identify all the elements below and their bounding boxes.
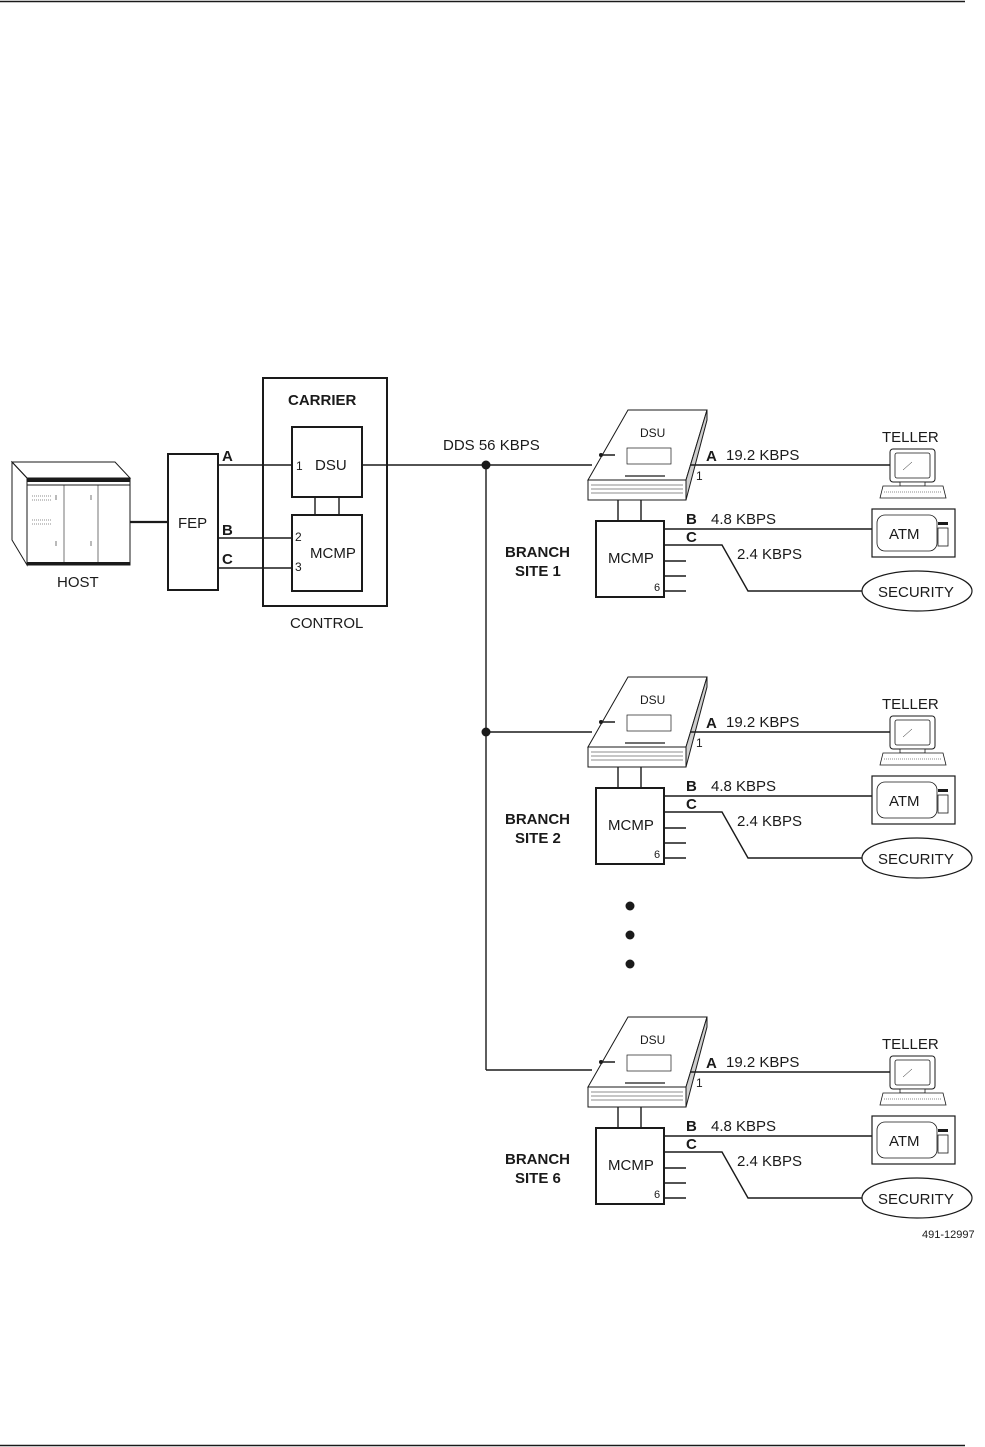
security-label: SECURITY [878,584,954,601]
link-c-speed: 2.4 KBPS [737,1153,802,1170]
continuation-dot [625,901,635,911]
security-device [861,1177,973,1219]
branch-dsu-label: DSU [640,1033,665,1047]
continuation-dot [625,930,635,940]
carrier-label: CARRIER [288,392,357,409]
branch-site-label: BRANCH [505,544,570,561]
branch-site-number: SITE 6 [515,1170,561,1187]
fep-box [167,453,219,591]
link-c-speed: 2.4 KBPS [737,546,802,563]
link-a-speed: 19.2 KBPS [726,714,799,731]
link-b-speed: 4.8 KBPS [711,511,776,528]
branch-mcmp-port-6: 6 [654,1189,660,1201]
fep-port-a: A [222,448,233,465]
link-c-port: C [686,529,697,546]
atm-label: ATM [889,1133,920,1150]
control-mcmp-port-3: 3 [295,560,302,574]
branch-site-label: BRANCH [505,1151,570,1168]
link-b-speed: 4.8 KBPS [711,1118,776,1135]
control-mcmp-label: MCMP [310,545,356,562]
branch-dsu-icon [587,1016,708,1108]
branch-dsu-port: 1 [696,469,703,483]
atm-icon [871,775,956,825]
link-a-port: A [706,715,717,732]
atm-icon [871,508,956,558]
branch-dsu-port: 1 [696,736,703,750]
branch-mcmp-port-6: 6 [654,582,660,594]
link-b-speed: 4.8 KBPS [711,778,776,795]
control-dsu-port: 1 [296,459,303,473]
link-a-port: A [706,448,717,465]
control-dsu-label: DSU [315,457,347,474]
fep-port-c: C [222,551,233,568]
fep-label: FEP [178,515,207,532]
atm-label: ATM [889,793,920,810]
branch-dsu-port: 1 [696,1076,703,1090]
teller-terminal-icon [879,448,947,499]
security-label: SECURITY [878,1191,954,1208]
teller-label: TELLER [882,429,939,446]
link-b-port: B [686,511,697,528]
security-device [861,837,973,879]
branch-mcmp-label: MCMP [608,550,654,567]
control-mcmp-box [291,514,363,592]
link-a-port: A [706,1055,717,1072]
branch-mcmp-label: MCMP [608,817,654,834]
branch-site-label: BRANCH [505,811,570,828]
host-label: HOST [57,574,99,591]
branch-site-number: SITE 1 [515,563,561,580]
teller-terminal-icon [879,715,947,766]
branch-mcmp-box [595,787,665,865]
branch-mcmp-box [595,520,665,598]
branch-mcmp-box [595,1127,665,1205]
atm-icon [871,1115,956,1165]
branch-site-number: SITE 2 [515,830,561,847]
atm-label: ATM [889,526,920,543]
branch-mcmp-label: MCMP [608,1157,654,1174]
link-c-speed: 2.4 KBPS [737,813,802,830]
link-b-port: B [686,778,697,795]
link-c-port: C [686,796,697,813]
branch-mcmp-port-6: 6 [654,849,660,861]
link-b-port: B [686,1118,697,1135]
trunk-label: DDS 56 KBPS [443,437,540,454]
security-label: SECURITY [878,851,954,868]
continuation-dot [625,959,635,969]
teller-label: TELLER [882,1036,939,1053]
branch-dsu-icon [587,676,708,768]
teller-label: TELLER [882,696,939,713]
teller-terminal-icon [879,1055,947,1106]
control-dsu-box [291,426,363,498]
trunk-junction [481,460,491,470]
control-mcmp-port-2: 2 [295,530,302,544]
branch-dsu-label: DSU [640,693,665,707]
branch-dsu-label: DSU [640,426,665,440]
control-caption: CONTROL [290,615,363,632]
fep-port-b: B [222,522,233,539]
link-a-speed: 19.2 KBPS [726,1054,799,1071]
figure-id: 491-12997 [922,1229,975,1241]
branch-dsu-icon [587,409,708,501]
host-computer-icon [10,460,132,567]
link-c-port: C [686,1136,697,1153]
security-device [861,570,973,612]
link-a-speed: 19.2 KBPS [726,447,799,464]
